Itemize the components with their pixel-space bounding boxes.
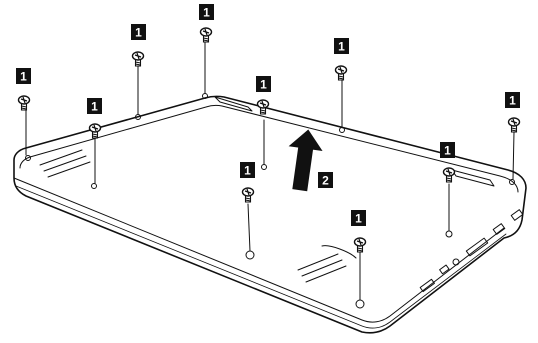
screw-hole bbox=[91, 183, 97, 189]
step-1-labels: 1 1 1 1 1 1 1 1 1 1 bbox=[16, 4, 520, 226]
side-ports bbox=[419, 209, 524, 293]
step-1-label: 1 bbox=[240, 162, 255, 178]
screw-hole bbox=[25, 155, 31, 161]
screw-hole bbox=[261, 164, 267, 170]
screw-icon bbox=[507, 117, 521, 133]
screws bbox=[17, 27, 521, 253]
step-1-label-text: 1 bbox=[20, 70, 27, 84]
step-1-label: 1 bbox=[334, 38, 349, 54]
step-1-label-text: 1 bbox=[91, 100, 98, 114]
step-1-label-text: 1 bbox=[135, 26, 142, 40]
step-1-label-text: 1 bbox=[338, 40, 345, 54]
step-1-label: 1 bbox=[16, 68, 31, 84]
vent-slots bbox=[39, 96, 495, 283]
step-1-label-text: 1 bbox=[444, 144, 451, 158]
screw-icon bbox=[199, 27, 213, 43]
screw-hole bbox=[245, 250, 255, 260]
step-1-label-text: 1 bbox=[203, 6, 210, 20]
screw-leader-lines bbox=[25, 41, 515, 301]
screw-icon bbox=[256, 99, 270, 115]
step-1-label: 1 bbox=[505, 92, 520, 108]
screw-icon bbox=[241, 187, 255, 203]
screw-icon bbox=[131, 51, 145, 67]
step-1-label: 1 bbox=[256, 76, 271, 92]
step-2-label: 2 bbox=[318, 172, 333, 188]
screw-icon bbox=[88, 123, 102, 139]
step-1-label-text: 1 bbox=[260, 78, 267, 92]
step-1-label-text: 1 bbox=[509, 94, 516, 108]
screw-icon bbox=[442, 167, 456, 183]
step-1-label: 1 bbox=[440, 142, 455, 158]
step-1-label: 1 bbox=[87, 98, 102, 114]
screw-hole bbox=[445, 230, 453, 238]
screw-hole bbox=[509, 179, 515, 185]
lift-arrow bbox=[288, 129, 323, 192]
screw-icon bbox=[17, 95, 31, 111]
step-2-label-text: 2 bbox=[322, 174, 329, 188]
step-1-label: 1 bbox=[131, 24, 146, 40]
screw-icon bbox=[353, 237, 367, 253]
step-1-label: 1 bbox=[351, 210, 366, 226]
screw-hole bbox=[339, 127, 345, 133]
screw-icon bbox=[334, 65, 348, 81]
step-1-label: 1 bbox=[199, 4, 214, 20]
screw-hole bbox=[355, 299, 365, 309]
step-1-label-text: 1 bbox=[355, 212, 362, 226]
step-1-label-text: 1 bbox=[244, 164, 251, 178]
